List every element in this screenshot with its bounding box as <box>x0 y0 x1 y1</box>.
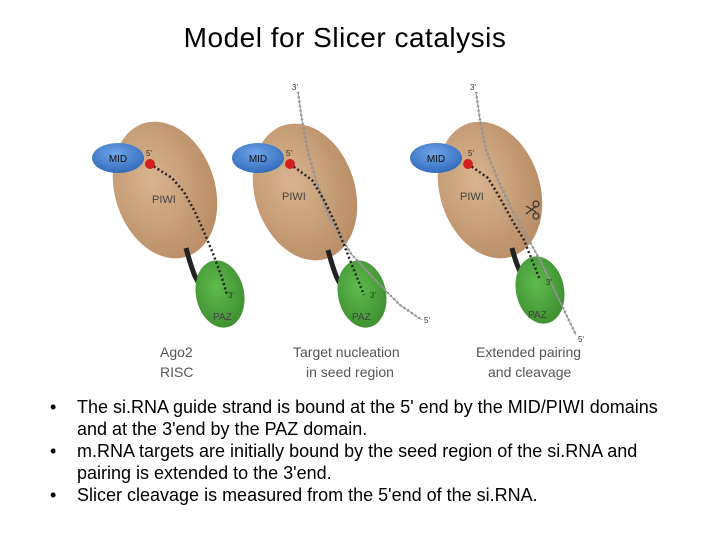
guide-5prime-dot <box>463 159 473 169</box>
panel-caption-line1: Ago2 <box>160 344 193 360</box>
panel-ago2-risc: MID 5' PIWI 3' PAZ Ago2 RISC <box>92 121 245 380</box>
piwi-label: PIWI <box>282 191 306 203</box>
bullet-text: The si.RNA guide strand is bound at the … <box>77 397 658 439</box>
paz-domain <box>337 260 387 328</box>
diagram-svg: MID 5' PIWI 3' PAZ Ago2 RISC 3' 5' MID 5… <box>92 83 584 380</box>
mid-label: MID <box>109 154 127 165</box>
piwi-domain <box>437 121 543 259</box>
guide-3prime-label: 3' <box>370 291 376 300</box>
paz-domain <box>195 260 245 328</box>
mid-domain <box>232 143 284 173</box>
guide-3prime-label: 3' <box>228 291 234 300</box>
panel-caption-line1: Extended pairing <box>476 344 581 360</box>
guide-5prime-label: 5' <box>468 149 474 158</box>
paz-domain <box>515 256 565 324</box>
guide-5prime-label: 5' <box>146 149 152 158</box>
guide-5prime-label: 5' <box>286 149 292 158</box>
scissors-icon <box>525 200 540 220</box>
slide-title: Model for Slicer catalysis <box>183 22 507 53</box>
panel-target-nucleation: 3' 5' MID 5' PIWI 3' PAZ Target nucleati… <box>232 83 430 380</box>
panel-extended-pairing: 3' 5' MID 5' PIWI 3' PAZ Extended pairin… <box>410 83 584 380</box>
piwi-label: PIWI <box>152 194 176 206</box>
mid-label: MID <box>427 154 445 165</box>
panel-caption-line2: RISC <box>160 364 193 380</box>
guide-5prime-dot <box>285 159 295 169</box>
paz-label: PAZ <box>528 310 547 321</box>
guide-5prime-dot <box>145 159 155 169</box>
target-5prime-label: 5' <box>424 316 430 325</box>
piwi-label: PIWI <box>460 191 484 203</box>
bullet-item: •Slicer cleavage is measured from the 5'… <box>50 485 538 505</box>
target-strand-backbone <box>297 91 423 321</box>
bullet-text: Slicer cleavage is measured from the 5'e… <box>77 485 538 505</box>
bullet-item: •The si.RNA guide strand is bound at the… <box>50 397 658 439</box>
panel-caption-line2: in seed region <box>306 364 394 380</box>
guide-strand <box>149 162 229 296</box>
target-5prime-label: 5' <box>578 335 584 344</box>
paz-label: PAZ <box>352 312 371 323</box>
mid-domain <box>92 143 144 173</box>
mid-domain <box>410 143 462 173</box>
target-3prime-label: 3' <box>292 83 298 92</box>
guide-strand <box>467 162 542 281</box>
target-3prime-label: 3' <box>470 83 476 92</box>
target-strand-backbone <box>475 91 577 336</box>
guide-3prime-label: 3' <box>546 278 552 287</box>
mid-label: MID <box>249 154 267 165</box>
panel-caption-line2: and cleavage <box>488 364 572 380</box>
paz-label: PAZ <box>213 312 232 323</box>
slicer-model-diagram: MID 5' PIWI 3' PAZ Ago2 RISC 3' 5' MID 5… <box>80 80 640 390</box>
panel-caption-line1: Target nucleation <box>293 344 400 360</box>
piwi-domain <box>112 121 218 259</box>
bullet-text: m.RNA targets are initially bound by the… <box>77 441 638 483</box>
guide-strand <box>289 162 366 296</box>
bullet-item: •m.RNA targets are initially bound by th… <box>50 441 638 483</box>
bullet-list: •The si.RNA guide strand is bound at the… <box>50 396 670 506</box>
